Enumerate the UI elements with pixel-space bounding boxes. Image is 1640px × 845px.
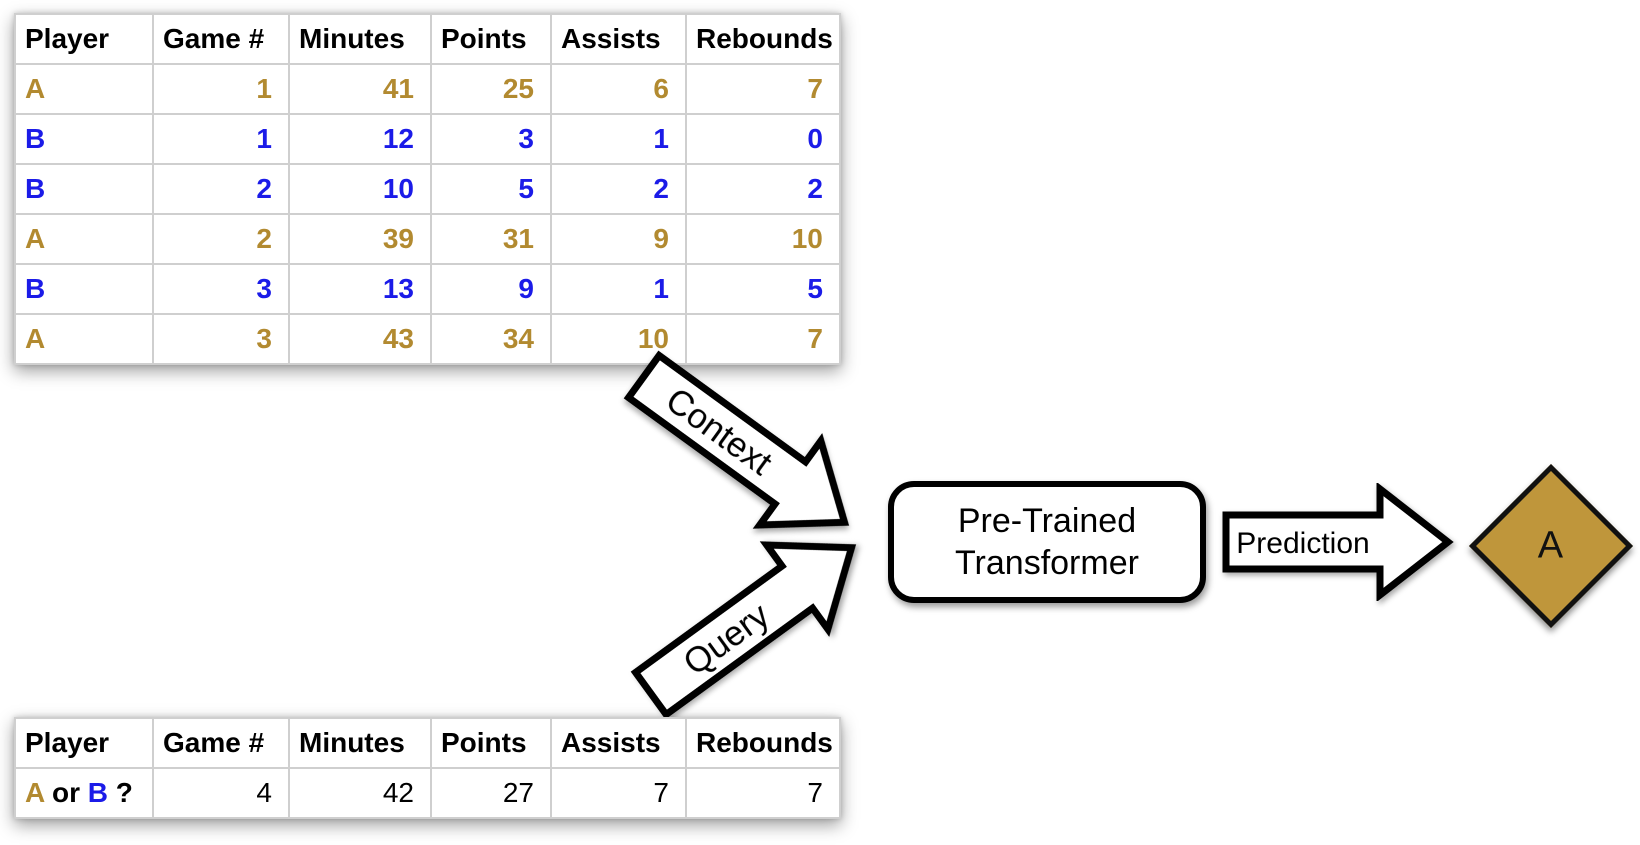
game-cell: 2: [152, 213, 290, 265]
block-arrow-icon: [1222, 483, 1454, 601]
game-cell: 2: [152, 163, 290, 215]
context-arrow: Context: [605, 325, 886, 575]
game-cell: 1: [152, 63, 290, 115]
transformer-label-line2: Transformer: [955, 544, 1139, 582]
player-a-option: A: [25, 777, 45, 808]
table-row: B 2 10 5 2 2: [14, 163, 841, 215]
prediction-diamond: A: [1468, 463, 1634, 629]
table-row: B 3 13 9 1 5: [14, 263, 841, 315]
player-cell: A: [14, 313, 154, 365]
rebounds-cell: 7: [685, 63, 841, 115]
prediction-arrow-shape: Prediction: [1222, 483, 1454, 601]
minutes-cell: 42: [288, 767, 432, 819]
transformer-box: Pre-Trained Transformer: [888, 481, 1206, 603]
player-query-cell: A or B ?: [14, 767, 154, 819]
context-table: Player Game # Minutes Points Assists Reb…: [14, 13, 841, 365]
context-arrow-shape: Context: [623, 350, 850, 529]
table-row: A 3 43 34 10 7: [14, 313, 841, 365]
minutes-cell: 41: [288, 63, 432, 115]
query-table: Player Game # Minutes Points Assists Reb…: [14, 717, 841, 819]
block-arrow-icon: [630, 541, 857, 720]
game-cell: 1: [152, 113, 290, 165]
game-cell: 3: [152, 313, 290, 365]
header-minutes: Minutes: [288, 717, 432, 769]
points-cell: 5: [430, 163, 552, 215]
table-row: A 2 39 31 9 10: [14, 213, 841, 265]
transformer-label-line1: Pre-Trained: [957, 502, 1137, 540]
context-table-header-row: Player Game # Minutes Points Assists Reb…: [14, 13, 841, 65]
block-arrow-icon: [623, 350, 850, 529]
points-cell: 9: [430, 263, 552, 315]
header-rebounds: Rebounds: [685, 717, 841, 769]
points-cell: 34: [430, 313, 552, 365]
minutes-cell: 10: [288, 163, 432, 215]
assists-cell: 1: [550, 263, 687, 315]
table-row: B 1 12 3 1 0: [14, 113, 841, 165]
minutes-cell: 43: [288, 313, 432, 365]
prediction-arrow: Prediction: [1222, 483, 1454, 601]
player-cell: B: [14, 263, 154, 315]
assists-cell: 9: [550, 213, 687, 265]
header-rebounds: Rebounds: [685, 13, 841, 65]
rebounds-cell: 5: [685, 263, 841, 315]
assists-cell: 6: [550, 63, 687, 115]
or-text: or: [51, 777, 80, 808]
header-points: Points: [430, 717, 552, 769]
prediction-output-label: A: [1538, 524, 1564, 567]
player-cell: A: [14, 63, 154, 115]
player-cell: A: [14, 213, 154, 265]
query-table-header-row: Player Game # Minutes Points Assists Reb…: [14, 717, 841, 769]
header-assists: Assists: [550, 717, 687, 769]
prediction-arrow-label: Prediction: [1236, 527, 1369, 560]
assists-cell: 2: [550, 163, 687, 215]
header-player: Player: [14, 717, 154, 769]
query-row: A or B ? 4 42 27 7 7: [14, 767, 841, 819]
query-arrow-shape: Query: [630, 541, 857, 720]
header-assists: Assists: [550, 13, 687, 65]
rebounds-cell: 7: [685, 767, 841, 819]
rebounds-cell: 7: [685, 313, 841, 365]
game-cell: 3: [152, 263, 290, 315]
rebounds-cell: 0: [685, 113, 841, 165]
query-arrow: Query: [612, 495, 893, 745]
game-cell: 4: [152, 767, 290, 819]
player-cell: B: [14, 163, 154, 215]
points-cell: 25: [430, 63, 552, 115]
points-cell: 27: [430, 767, 552, 819]
minutes-cell: 39: [288, 213, 432, 265]
minutes-cell: 12: [288, 113, 432, 165]
header-game: Game #: [152, 13, 290, 65]
header-points: Points: [430, 13, 552, 65]
header-minutes: Minutes: [288, 13, 432, 65]
points-cell: 31: [430, 213, 552, 265]
player-cell: B: [14, 113, 154, 165]
table-row: A 1 41 25 6 7: [14, 63, 841, 115]
assists-cell: 7: [550, 767, 687, 819]
minutes-cell: 13: [288, 263, 432, 315]
assists-cell: 1: [550, 113, 687, 165]
question-mark: ?: [115, 777, 133, 808]
player-b-option: B: [87, 777, 108, 808]
points-cell: 3: [430, 113, 552, 165]
header-player: Player: [14, 13, 154, 65]
rebounds-cell: 2: [685, 163, 841, 215]
rebounds-cell: 10: [685, 213, 841, 265]
header-game: Game #: [152, 717, 290, 769]
